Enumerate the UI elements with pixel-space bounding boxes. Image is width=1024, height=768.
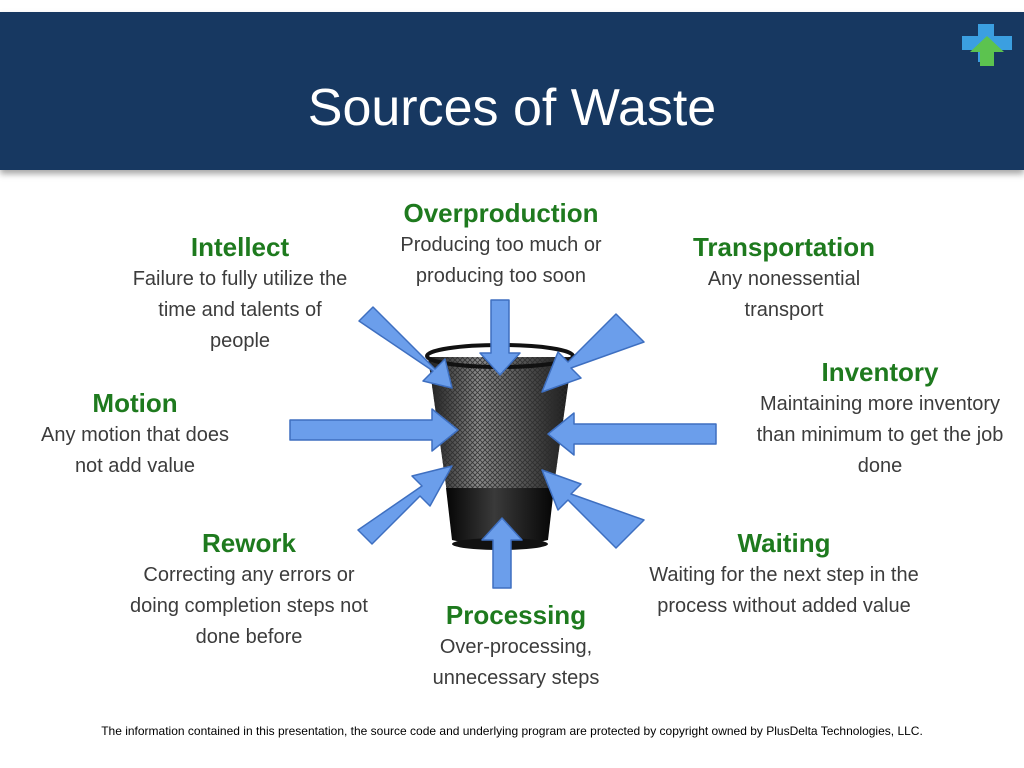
source-description: Maintaining more inventory than minimum … xyxy=(756,393,1004,477)
arrow-rework xyxy=(357,465,453,545)
source-transportation: Transportation Any nonessential transpor… xyxy=(664,230,904,326)
arrow-intellect xyxy=(358,306,453,389)
source-processing: Processing Over-processing, unnecessary … xyxy=(411,598,621,694)
source-rework: Rework Correcting any errors or doing co… xyxy=(118,526,380,653)
source-heading: Overproduction xyxy=(403,198,599,228)
source-description: Over-processing, unnecessary steps xyxy=(432,636,600,689)
source-inventory: Inventory Maintaining more inventory tha… xyxy=(745,355,1015,482)
arrow-overproduction xyxy=(479,299,521,376)
source-waiting: Waiting Waiting for the next step in the… xyxy=(636,526,932,622)
source-heading: Rework xyxy=(202,528,296,558)
source-intellect: Intellect Failure to fully utilize the t… xyxy=(125,230,355,357)
source-heading: Waiting xyxy=(737,528,831,558)
source-description: Waiting for the next step in the process… xyxy=(649,564,919,617)
source-heading: Transportation xyxy=(692,232,875,262)
source-heading: Motion xyxy=(92,388,178,418)
source-description: Correcting any errors or doing completio… xyxy=(130,564,368,648)
title-banner: Sources of Waste xyxy=(0,12,1024,170)
source-heading: Processing xyxy=(445,600,587,630)
source-overproduction: Overproduction Producing too much or pro… xyxy=(376,196,626,292)
plus-delta-logo-icon xyxy=(962,24,1012,66)
source-motion: Motion Any motion that does not add valu… xyxy=(30,386,240,482)
source-description: Producing too much or producing too soon xyxy=(400,234,602,287)
arrow-waiting xyxy=(541,469,645,549)
source-heading: Intellect xyxy=(190,232,290,262)
source-description: Any motion that does not add value xyxy=(41,424,229,477)
copyright-footer: The information contained in this presen… xyxy=(101,724,923,738)
source-description: Failure to fully utilize the time and ta… xyxy=(132,268,348,352)
source-description: Any nonessential transport xyxy=(707,268,861,321)
arrow-processing xyxy=(481,517,523,589)
wastebasket-icon xyxy=(425,343,575,550)
arrow-transportation xyxy=(541,313,645,393)
slide-title: Sources of Waste xyxy=(307,79,717,137)
arrow-motion xyxy=(289,408,459,452)
arrow-inventory xyxy=(547,412,717,456)
source-heading: Inventory xyxy=(821,357,939,387)
